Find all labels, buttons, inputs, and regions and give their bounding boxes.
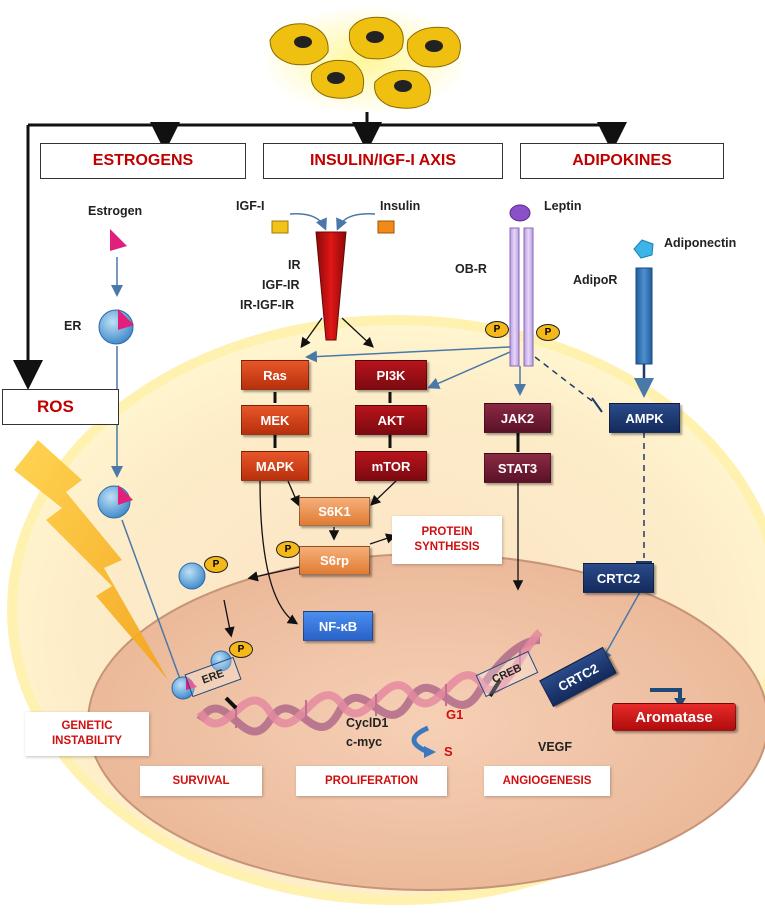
er-label: ER xyxy=(64,319,82,333)
igf1-label: IGF-I xyxy=(236,199,265,213)
estrogens-box: ESTROGENS xyxy=(40,143,246,179)
ros-label: ROS xyxy=(37,397,74,416)
akt-node: AKT xyxy=(355,405,427,435)
protein-synthesis-box: PROTEIN SYNTHESIS xyxy=(392,516,502,564)
jak2-node: JAK2 xyxy=(484,403,551,433)
stat3-node: STAT3 xyxy=(484,453,551,483)
ob-r-receptor-left xyxy=(509,227,520,367)
angiogenesis-label: ANGIOGENESIS xyxy=(502,774,592,787)
s6rp-node: S6rp xyxy=(299,546,370,575)
phospho-badge-s6rp: P xyxy=(276,541,300,558)
adipocyte-cluster-icon xyxy=(260,5,470,115)
dna-helix-icon xyxy=(196,629,543,736)
insulin-receptor-icon xyxy=(315,231,347,341)
ir-igf-ir-label: IR-IGF-IR xyxy=(240,298,295,312)
cycld1-label: CyclD1 xyxy=(346,716,389,730)
insulin-ligand-icon xyxy=(377,220,395,234)
phospho-badge-er-nuclear: P xyxy=(229,641,253,658)
phospho-badge-obr-right: P xyxy=(536,324,560,341)
s-phase-label: S xyxy=(444,744,453,759)
er-receptor-icon xyxy=(98,309,134,345)
ras-node: Ras xyxy=(241,360,309,390)
adipo-r-receptor-icon xyxy=(635,267,653,365)
er-dna-complex-icon xyxy=(171,562,232,700)
angiogenesis-box: ANGIOGENESIS xyxy=(484,766,610,796)
igf1-ligand-icon xyxy=(271,220,289,234)
top-branch-lines xyxy=(13,112,627,390)
phospho-badge-er-cyto: P xyxy=(204,556,228,573)
nfkb-node: NF-κB xyxy=(303,611,373,641)
survival-box: SURVIVAL xyxy=(140,766,262,796)
adiponectin-label: Adiponectin xyxy=(664,236,737,250)
phospho-badge-obr-left: P xyxy=(485,321,509,338)
proliferation-box: PROLIFERATION xyxy=(296,766,447,796)
leptin-label: Leptin xyxy=(544,199,582,213)
estrogens-label: ESTROGENS xyxy=(92,152,194,169)
proliferation-label: PROLIFERATION xyxy=(324,774,419,787)
pathway-connectors xyxy=(223,392,686,708)
er-complex-icon xyxy=(97,485,133,519)
adipokines-label: ADIPOKINES xyxy=(572,152,672,169)
crtc2-cytoplasm-node: CRTC2 xyxy=(583,563,654,593)
mek-node: MEK xyxy=(241,405,309,435)
cell-cycle-arrow-icon xyxy=(411,725,430,755)
aromatase-node: Aromatase xyxy=(612,703,736,731)
adipo-r-label: AdipoR xyxy=(573,273,618,287)
vegf-label: VEGF xyxy=(538,740,573,754)
mtor-node: mTOR xyxy=(355,451,427,481)
leptin-ligand-icon xyxy=(509,204,531,222)
s6k1-node: S6K1 xyxy=(299,497,370,526)
pi3k-node: PI3K xyxy=(355,360,427,390)
ros-box: ROS xyxy=(2,389,119,425)
genetic-instability-box: GENETIC INSTABILITY xyxy=(25,712,149,756)
ir-label: IR xyxy=(288,258,301,272)
ob-r-label: OB-R xyxy=(455,262,487,276)
estrogen-label: Estrogen xyxy=(88,204,143,218)
protein-synthesis-line2: SYNTHESIS xyxy=(414,541,480,553)
adiponectin-ligand-icon xyxy=(633,239,654,259)
lightning-bolt-icon xyxy=(14,440,168,680)
ampk-node: AMPK xyxy=(609,403,680,433)
genetic-instability-line1: GENETIC xyxy=(61,720,113,733)
insulin-axis-box: INSULIN/IGF-I AXIS xyxy=(263,143,503,179)
mapk-node: MAPK xyxy=(241,451,309,481)
adipokines-box: ADIPOKINES xyxy=(520,143,724,179)
protein-synthesis-line1: PROTEIN xyxy=(421,526,473,539)
survival-label: SURVIVAL xyxy=(172,774,230,787)
insulin-label: Insulin xyxy=(380,199,421,213)
estrogen-ligand-icon xyxy=(110,229,127,251)
insulin-axis-label: INSULIN/IGF-I AXIS xyxy=(309,152,457,169)
igf-ir-label: IGF-IR xyxy=(262,278,300,292)
genetic-instability-line2: INSTABILITY xyxy=(51,735,123,747)
ob-r-receptor-right xyxy=(523,227,534,367)
g1-label: G1 xyxy=(446,707,464,722)
cmyc-label: c-myc xyxy=(346,735,383,749)
